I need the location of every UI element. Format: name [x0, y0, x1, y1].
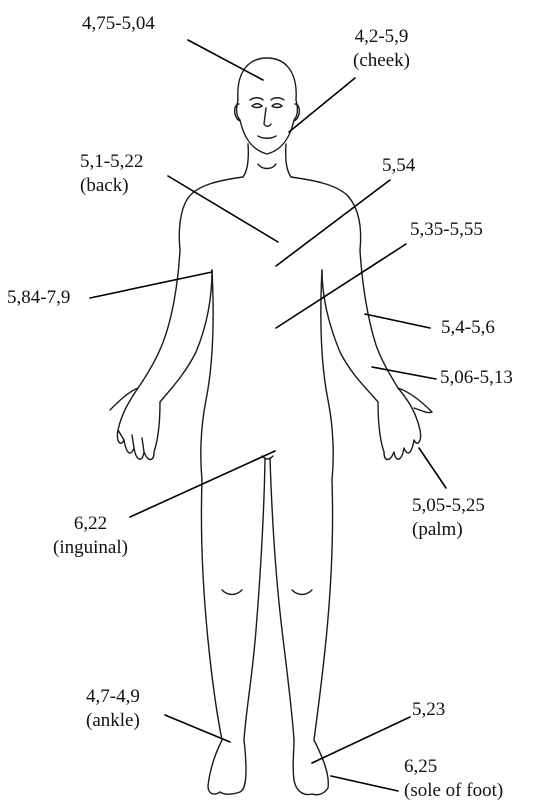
label-ankle-site: (ankle) [86, 709, 140, 733]
right-hand [378, 388, 432, 460]
neck-right [286, 144, 291, 177]
right-eye [272, 104, 282, 108]
leader-chest [276, 180, 390, 266]
leader-palm [419, 448, 446, 488]
right-leg-inner [270, 458, 294, 740]
right-eyebrow [271, 98, 284, 100]
neck-left [243, 144, 248, 177]
leader-foot [312, 717, 410, 763]
leader-sole [331, 776, 398, 791]
torso-right [321, 270, 333, 480]
label-back: 5,1-5,22 (back) [80, 150, 143, 198]
label-forearm-value: 5,4-5,6 [441, 316, 495, 340]
left-arm-inner [160, 270, 212, 402]
label-cheek: 4,2-5,9 (cheek) [353, 25, 410, 73]
right-arm-inner [322, 270, 378, 402]
leader-lines [90, 40, 446, 791]
left-knee [222, 590, 242, 595]
label-sole-site: (sole of foot) [404, 779, 503, 803]
label-abdomen: 5,35-5,55 [410, 218, 483, 242]
label-ankle-value: 4,7-4,9 [86, 685, 140, 709]
nose [264, 108, 271, 126]
left-eyebrow [250, 98, 263, 100]
label-chest-value: 5,54 [382, 154, 415, 178]
label-ankle: 4,7-4,9 (ankle) [86, 685, 140, 733]
label-abdomen-value: 5,35-5,55 [410, 218, 483, 242]
left-foot [208, 740, 246, 794]
leader-inguinal [130, 451, 275, 517]
label-wrist-value: 5,06-5,13 [440, 366, 513, 390]
right-shoulder [291, 177, 361, 250]
label-palm-value: 5,05-5,25 [412, 494, 485, 518]
label-cheek-site: (cheek) [353, 49, 410, 73]
mouth [258, 136, 276, 138]
label-armpit: 5,84-7,9 [7, 286, 70, 310]
label-back-site: (back) [80, 174, 143, 198]
head-outline [237, 58, 298, 154]
label-scalp-value: 4,75-5,04 [82, 12, 155, 36]
leader-wrist [372, 367, 436, 379]
label-chest: 5,54 [382, 154, 415, 178]
label-inguinal-value: 6,22 [53, 512, 128, 536]
label-forearm: 5,4-5,6 [441, 316, 495, 340]
left-hand [110, 388, 160, 460]
leader-scalp [188, 40, 263, 80]
leader-cheek [289, 78, 355, 132]
label-cheek-value: 4,2-5,9 [353, 25, 410, 49]
leader-back [168, 176, 278, 242]
label-sole: 6,25 (sole of foot) [404, 755, 503, 803]
label-inguinal-site: (inguinal) [53, 536, 128, 560]
label-palm: 5,05-5,25 (palm) [412, 494, 485, 542]
left-leg-outer [201, 480, 222, 740]
label-inguinal: 6,22 (inguinal) [53, 512, 128, 560]
left-eye [252, 104, 262, 108]
leader-forearm [365, 314, 430, 328]
label-back-value: 5,1-5,22 [80, 150, 143, 174]
label-foot: 5,23 [412, 698, 445, 722]
label-palm-site: (palm) [412, 518, 485, 542]
label-scalp: 4,75-5,04 [82, 12, 155, 36]
neck-front [258, 164, 276, 169]
label-sole-value: 6,25 [404, 755, 503, 779]
label-armpit-value: 5,84-7,9 [7, 286, 70, 310]
torso-left [201, 270, 213, 480]
label-wrist: 5,06-5,13 [440, 366, 513, 390]
right-leg-outer [314, 480, 333, 740]
leader-armpit [90, 272, 212, 298]
right-knee [292, 590, 312, 595]
label-foot-value: 5,23 [412, 698, 445, 722]
right-foot [293, 740, 328, 795]
leader-abdomen [276, 244, 406, 328]
left-leg-inner [244, 458, 265, 740]
left-arm-outer [138, 250, 180, 388]
